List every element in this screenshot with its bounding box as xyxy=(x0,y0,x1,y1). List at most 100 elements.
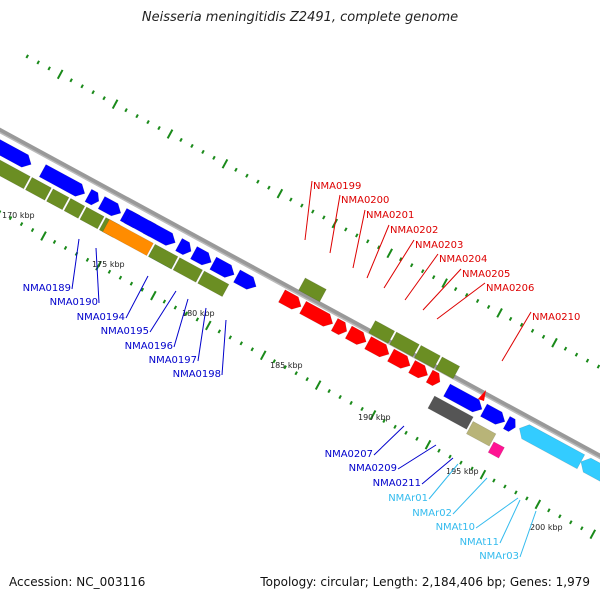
outer-tick xyxy=(596,364,600,369)
cog-block xyxy=(148,243,179,270)
outer-tick xyxy=(47,66,51,71)
gene-label: NMA0207 xyxy=(325,449,373,460)
accession-text: Accession: NC_003116 xyxy=(9,575,146,589)
cog-block xyxy=(24,177,52,201)
inner-tick xyxy=(327,389,331,394)
cds-reverse-block xyxy=(344,325,367,345)
cds-forward-block xyxy=(0,139,32,168)
kbp-label: 200 kbp xyxy=(530,523,563,532)
inner-tick xyxy=(534,499,542,510)
gene-label-leader xyxy=(452,477,488,515)
cog-block xyxy=(298,277,327,303)
inner-tick xyxy=(448,454,452,459)
inner-tick xyxy=(514,490,518,495)
cog-block xyxy=(79,206,105,230)
gene-label-leader xyxy=(329,194,341,254)
outer-tick xyxy=(276,188,284,199)
outer-tick xyxy=(36,60,40,65)
gene-label: NMA0198 xyxy=(173,369,221,380)
orange-feature-block xyxy=(102,219,154,256)
outer-tick xyxy=(234,167,238,172)
outer-tick xyxy=(508,316,513,321)
inner-tick xyxy=(589,529,597,540)
cds-forward-block xyxy=(38,164,86,197)
outer-tick xyxy=(245,173,249,178)
cog-block xyxy=(197,270,230,298)
gene-label-leader xyxy=(519,510,537,558)
outer-tick xyxy=(519,322,524,327)
cog-block xyxy=(368,320,396,344)
gray-feature-block xyxy=(427,395,474,430)
outer-tick xyxy=(56,69,64,80)
gene-label-leader xyxy=(397,444,437,470)
outer-tick xyxy=(91,90,95,95)
genome-title: Neisseria meningitidis Z2491, complete g… xyxy=(141,10,459,25)
gene-label: NMA0195 xyxy=(101,326,149,337)
kbp-label: 170 kbp xyxy=(2,211,35,220)
gene-label: NMA0194 xyxy=(77,312,125,323)
cds-reverse-block xyxy=(425,369,441,387)
genome-backbone-shadow xyxy=(0,131,600,460)
inner-tick xyxy=(140,287,145,292)
outer-tick xyxy=(69,78,73,83)
cds-forward-block xyxy=(480,403,506,425)
outer-tick xyxy=(300,203,304,208)
outer-tick xyxy=(111,99,119,110)
inner-tick xyxy=(52,239,57,245)
inner-tick xyxy=(503,484,507,489)
inner-tick xyxy=(40,231,47,241)
gene-label-leader xyxy=(436,282,486,320)
gene-label: NMAt11 xyxy=(460,537,499,548)
inner-tick xyxy=(492,478,496,483)
gene-label: NMAr03 xyxy=(479,551,519,562)
gene-label: NMA0206 xyxy=(486,283,534,294)
outer-tick xyxy=(431,275,436,280)
outer-tick xyxy=(366,239,370,244)
gene-label-leader xyxy=(173,298,189,348)
inner-tick xyxy=(107,269,112,274)
inner-tick xyxy=(19,222,24,227)
cds-forward-block xyxy=(97,196,122,217)
inner-tick xyxy=(580,526,584,531)
inner-tick xyxy=(369,410,377,420)
gene-label: NMA0211 xyxy=(373,478,421,489)
outer-tick xyxy=(574,352,579,357)
gene-label-leader xyxy=(197,307,207,362)
cog-block xyxy=(0,159,31,190)
gene-label: NMA0200 xyxy=(341,195,389,206)
gene-label: NMA0201 xyxy=(366,210,414,221)
inner-tick xyxy=(305,377,309,382)
gene-label-leader xyxy=(421,457,454,485)
rna-block xyxy=(580,457,600,482)
inner-tick xyxy=(30,227,35,233)
inner-tick xyxy=(393,424,397,429)
inner-tick xyxy=(228,335,233,340)
gene-label: NMA0196 xyxy=(125,341,173,352)
inner-tick xyxy=(349,400,353,406)
outer-tick xyxy=(212,155,216,160)
outer-tick xyxy=(166,129,174,139)
gene-label-leader xyxy=(149,290,177,333)
outer-tick xyxy=(496,308,503,318)
outer-tick xyxy=(124,108,128,113)
cog-block xyxy=(389,331,420,358)
outer-tick xyxy=(441,278,448,288)
khaki-feature-block xyxy=(466,421,497,447)
inner-tick xyxy=(63,245,68,250)
inner-tick xyxy=(272,359,276,364)
inner-tick xyxy=(150,290,157,301)
inner-tick xyxy=(558,514,562,519)
inner-tick xyxy=(404,430,408,435)
outer-tick xyxy=(464,292,469,298)
genome-backbone xyxy=(0,127,600,460)
kbp-label: 185 kbp xyxy=(270,361,303,370)
gene-label-leader xyxy=(383,239,415,289)
inner-tick xyxy=(283,365,287,370)
inner-tick xyxy=(479,469,487,480)
inner-tick xyxy=(437,448,441,453)
outer-tick xyxy=(355,233,359,238)
outer-tick xyxy=(322,215,326,220)
kbp-label: 180 kbp xyxy=(182,309,215,318)
outer-tick xyxy=(135,114,139,119)
